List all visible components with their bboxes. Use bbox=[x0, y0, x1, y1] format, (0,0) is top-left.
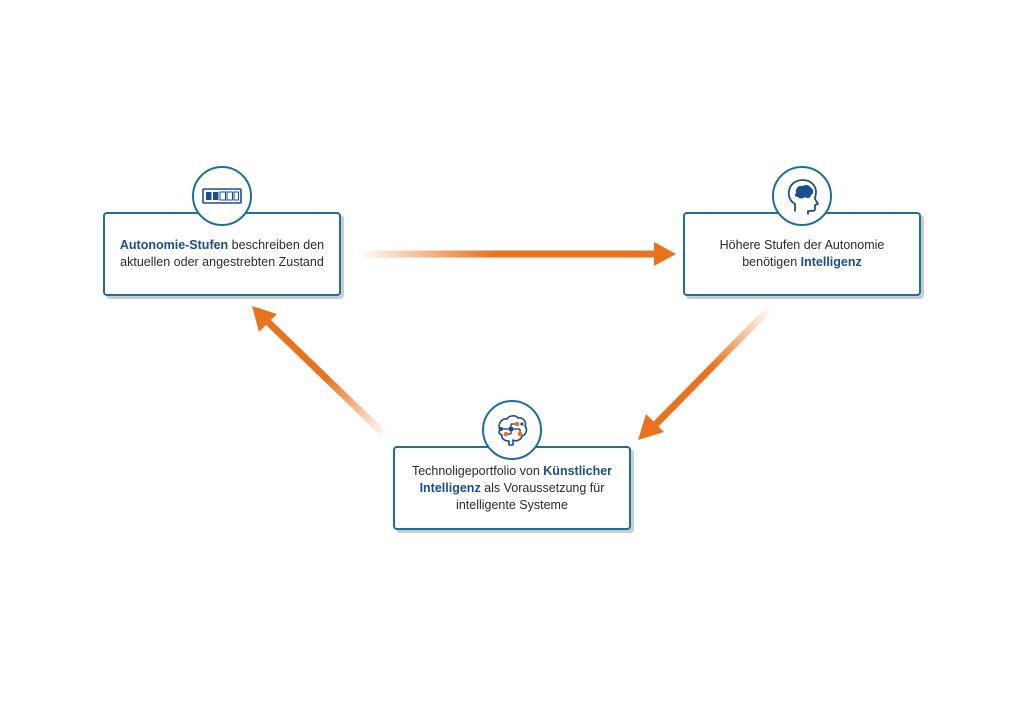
circuit-brain-badge bbox=[482, 400, 542, 460]
arrow-portfolio-to-autonomy bbox=[252, 306, 389, 439]
ai-portfolio-highlight1: Künstlicher bbox=[543, 463, 613, 478]
circuit-brain-icon bbox=[498, 415, 528, 446]
ai-portfolio-line1: Technoligeportfolio von bbox=[411, 463, 544, 478]
autonomy-levels-line2: aktuellen oder angestrebten Zustand bbox=[120, 255, 324, 269]
ai-portfolio-line3: intelligente Systeme bbox=[456, 497, 568, 512]
intelligence-needed-line2: benötigen bbox=[742, 255, 801, 269]
intelligence-needed-card: Höhere Stufen der Autonomie benötigen In… bbox=[683, 212, 921, 296]
ai-portfolio-text: Technoligeportfolio von Künstlicher Inte… bbox=[412, 463, 612, 514]
intelligence-needed-highlight: Intelligenz bbox=[800, 255, 862, 269]
arrow-autonomy-to-intelligence bbox=[356, 242, 676, 266]
autonomy-levels-card: Autonomie-Stufen beschreiben den aktuell… bbox=[103, 212, 341, 296]
intelligence-needed-line1: Höhere Stufen der Autonomie bbox=[719, 238, 885, 252]
autonomy-levels-line1: beschreiben den bbox=[228, 238, 325, 252]
autonomy-levels-text: Autonomie-Stufen beschreiben den aktuell… bbox=[120, 237, 324, 271]
intelligence-needed-text: Höhere Stufen der Autonomie benötigen In… bbox=[720, 237, 885, 271]
battery-level-icon bbox=[202, 188, 242, 204]
arrow-intelligence-to-portfolio bbox=[638, 305, 773, 440]
autonomy-levels-highlight: Autonomie-Stufen bbox=[119, 238, 229, 252]
ai-portfolio-card: Technoligeportfolio von Künstlicher Inte… bbox=[393, 446, 631, 530]
brain-head-icon bbox=[787, 179, 819, 215]
brain-head-badge bbox=[772, 166, 832, 226]
ai-portfolio-line2: als Voraussetzung für bbox=[480, 480, 605, 495]
battery-level-badge bbox=[192, 166, 252, 226]
ai-portfolio-highlight2: Intelligenz bbox=[419, 480, 481, 495]
